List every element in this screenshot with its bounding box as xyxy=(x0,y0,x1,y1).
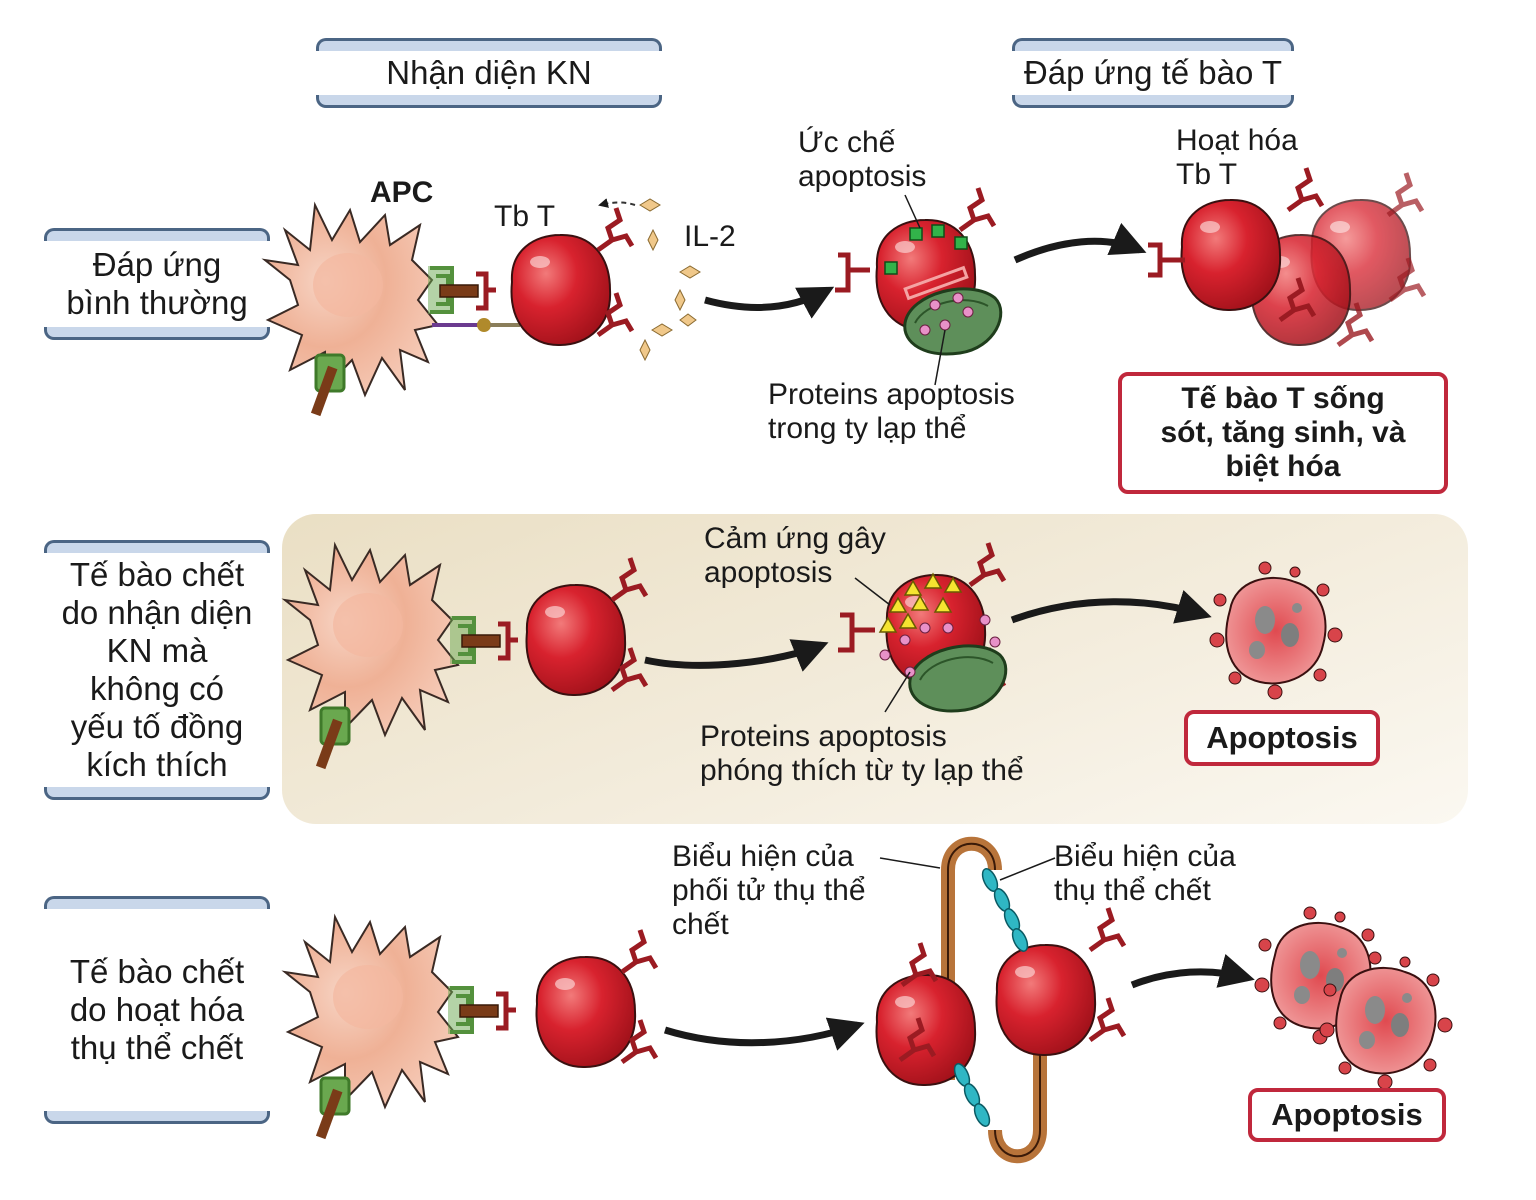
header-t-cell-response-text: Đáp ứng tế bào T xyxy=(1023,54,1283,91)
mhc-tcr-complex-icon xyxy=(450,616,518,664)
t-cell-label: Tb T xyxy=(494,200,556,233)
row-label-no-costim: Tế bào chết do nhận diện KN mà không có … xyxy=(44,540,270,800)
il2-cytokine-icon xyxy=(639,198,701,362)
mhc-icon xyxy=(314,1076,351,1141)
mhc-icon xyxy=(314,706,351,771)
row-label-normal: Đáp ứng bình thường xyxy=(44,228,270,340)
outcome-apoptosis: Apoptosis xyxy=(1248,1088,1446,1142)
row-label-no-costim-text: Tế bào chết do nhận diện KN mà không có … xyxy=(61,556,253,783)
apc-cell-icon xyxy=(284,916,459,1108)
il2-label: IL-2 xyxy=(684,220,736,253)
apc-cell-icon xyxy=(284,544,459,736)
header-antigen-recognition: Nhận diện KN xyxy=(316,38,662,108)
mito-release-label: Proteins apoptosis phóng thích từ ty lạp… xyxy=(700,720,1024,787)
row-label-death-receptor: Tế bào chết do hoạt hóa thụ thể chết xyxy=(44,896,270,1124)
apoptotic-cell-icon xyxy=(1209,561,1343,700)
t-cell-icon xyxy=(510,233,612,347)
mhc-tcr-complex-icon xyxy=(448,986,516,1034)
activated-t-cell-icon xyxy=(1180,198,1282,312)
row-label-normal-text: Đáp ứng bình thường xyxy=(66,246,248,321)
outcome-apoptosis: Apoptosis xyxy=(1184,710,1380,766)
apc-cell-icon xyxy=(264,204,439,396)
death-receptor-label: Biểu hiện của thụ thể chết xyxy=(1054,840,1236,907)
apc-label: APC xyxy=(370,176,434,209)
arrow-to-activation xyxy=(1013,222,1147,264)
t-cell-icon xyxy=(535,955,637,1069)
arrow-to-inhibit xyxy=(704,286,835,319)
mhc-icon xyxy=(309,353,346,418)
row-death-receptor-illustration xyxy=(284,836,1453,1164)
arrow-to-apoptosis xyxy=(1010,590,1212,624)
induce-apoptosis-label: Cảm ứng gây apoptosis xyxy=(704,522,886,589)
activated-t-cell-label: Hoạt hóa Tb T xyxy=(1176,124,1298,191)
death-receptor-icon xyxy=(953,868,1029,1127)
mito-proteins-label: Proteins apoptosis trong ty lạp thể xyxy=(768,378,1015,445)
death-ligand-label: Biểu hiện của phối tử thụ thể chết xyxy=(672,840,866,941)
mhc-tcr-complex-icon xyxy=(428,266,496,314)
t-cell-icon xyxy=(525,583,627,697)
receptor-icon xyxy=(960,188,994,230)
arrow-to-apoptosis xyxy=(1130,953,1255,989)
header-antigen-recognition-text: Nhận diện KN xyxy=(386,54,592,91)
arrow-to-death-receptor xyxy=(663,1017,865,1051)
il2-receptor-icon xyxy=(598,208,632,250)
row-label-death-receptor-text: Tế bào chết do hoạt hóa thụ thể chết xyxy=(69,953,245,1066)
inhibitor-squares-icon xyxy=(884,224,968,275)
arrow-to-induce xyxy=(644,639,829,672)
row-normal-illustration xyxy=(264,168,1424,418)
header-t-cell-response: Đáp ứng tế bào T xyxy=(1012,38,1294,108)
apoptosis-inducer-triangles-icon xyxy=(878,572,963,633)
t-cell-receptor-icon xyxy=(995,943,1097,1057)
outcome-survival: Tế bào T sống sót, tăng sinh, và biệt hó… xyxy=(1118,372,1448,494)
inhibit-apoptosis-label: Ức chế apoptosis xyxy=(798,126,927,193)
row-no-costim-illustration xyxy=(284,543,1343,771)
